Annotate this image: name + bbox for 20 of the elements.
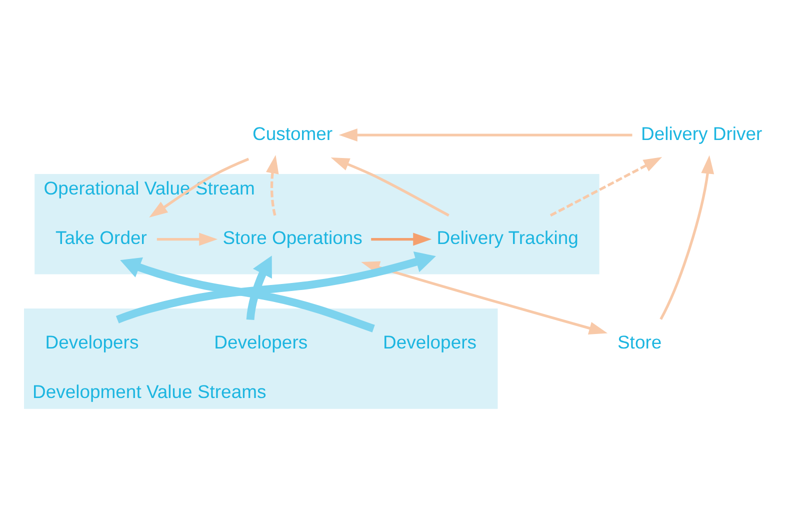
arrow xyxy=(330,157,450,216)
arrow xyxy=(371,232,432,246)
node-text: Store xyxy=(618,330,662,352)
arrow xyxy=(120,256,375,332)
node-text: Developers xyxy=(45,330,139,352)
node-text: Delivery Tracking xyxy=(436,226,578,248)
node-text: Take Order xyxy=(56,226,147,248)
node-text: Store Operations xyxy=(222,226,362,248)
node-text: Developers xyxy=(214,330,308,352)
arrow xyxy=(550,156,662,216)
arrow xyxy=(660,154,714,320)
arrow xyxy=(361,260,608,334)
arrow xyxy=(156,232,218,246)
node-text: Delivery Driver xyxy=(641,122,762,144)
node-text: Customer xyxy=(252,122,333,144)
node-text: Developers xyxy=(383,330,476,352)
arrow xyxy=(149,157,250,217)
arrow xyxy=(338,128,632,141)
arrow xyxy=(266,154,279,216)
arrow xyxy=(116,250,436,323)
